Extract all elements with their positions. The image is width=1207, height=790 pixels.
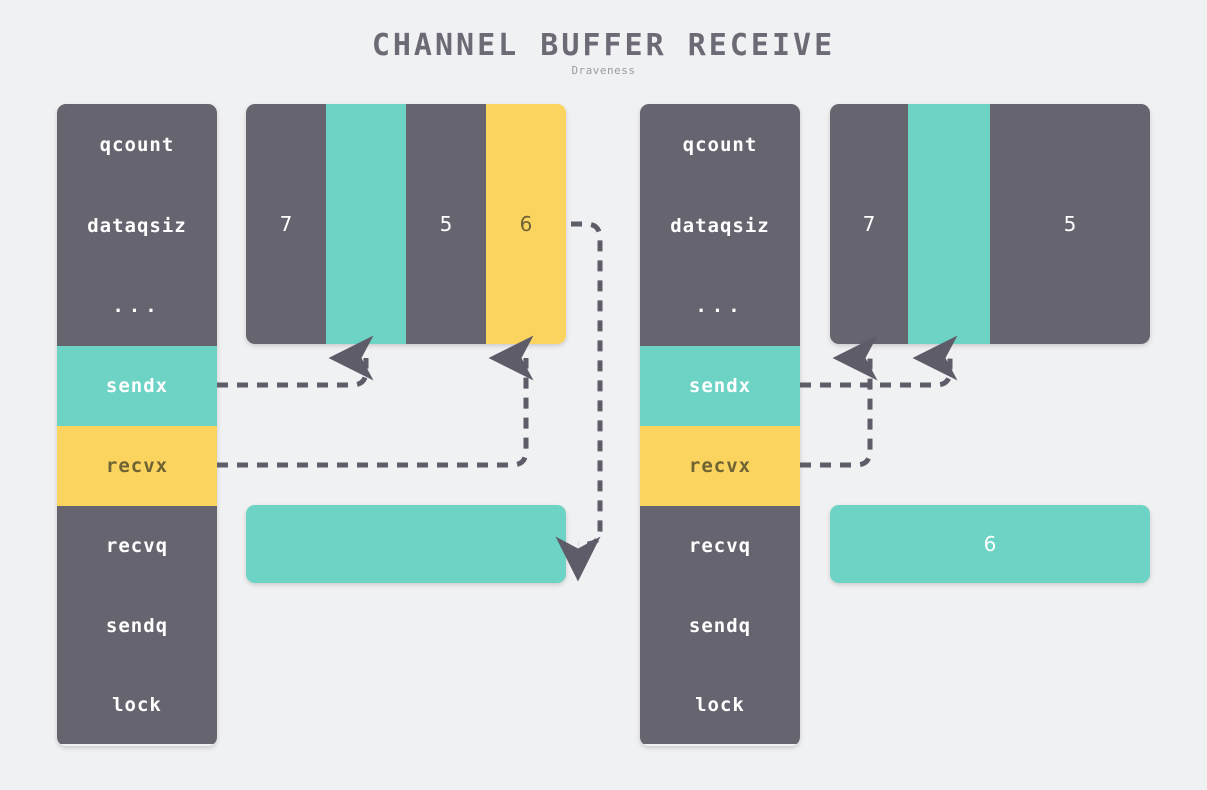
struct-row-sendx: sendx [640,346,800,426]
struct-row-lock: lock [640,666,800,744]
buffer-array-before: 7 5 6 [246,104,566,344]
struct-row-qcount: qcount [57,104,217,186]
struct-row-sendq: sendq [640,586,800,666]
buffer-cell-3: 6 [486,104,566,344]
page-title: CHANNEL BUFFER RECEIVE [371,28,836,63]
buffer-cell-0: 7 [830,104,908,344]
recvq-waiting-box-after: 6 [830,505,1150,583]
arrow-before-recvx-to-slot4 [217,335,534,468]
buffer-cell-1 [326,104,406,344]
struct-row-qcount: qcount [640,104,800,186]
arrow-after-sendx-to-slot2 [800,335,958,388]
struct-row-ellipsis: ... [640,266,800,346]
arrow-before-sendx-to-slot2 [217,335,374,388]
channel-struct-after: qcount dataqsiz ... sendx recvx recvq se… [640,104,800,746]
arrow-before-slot4-to-recvq [555,221,603,582]
channel-struct-before: qcount dataqsiz ... sendx recvx recvq se… [57,104,217,746]
buffer-cell-1 [908,104,990,344]
struct-row-sendq: sendq [57,586,217,666]
buffer-cell-2: 5 [990,104,1150,344]
struct-row-lock: lock [57,666,217,744]
buffer-cell-0: 7 [246,104,326,344]
struct-row-recvx: recvx [57,426,217,506]
struct-row-sendx: sendx [57,346,217,426]
struct-row-dataqsiz: dataqsiz [640,186,800,266]
struct-row-recvq: recvq [640,506,800,586]
struct-row-recvq: recvq [57,506,217,586]
struct-row-recvx: recvx [640,426,800,506]
struct-row-dataqsiz: dataqsiz [57,186,217,266]
recvq-waiting-box-before [246,505,566,583]
page-subtitle: Draveness [571,64,636,77]
arrow-after-recvx-to-slot1 [800,335,878,468]
buffer-array-after: 7 5 [830,104,1150,344]
struct-row-ellipsis: ... [57,266,217,346]
buffer-cell-2: 5 [406,104,486,344]
